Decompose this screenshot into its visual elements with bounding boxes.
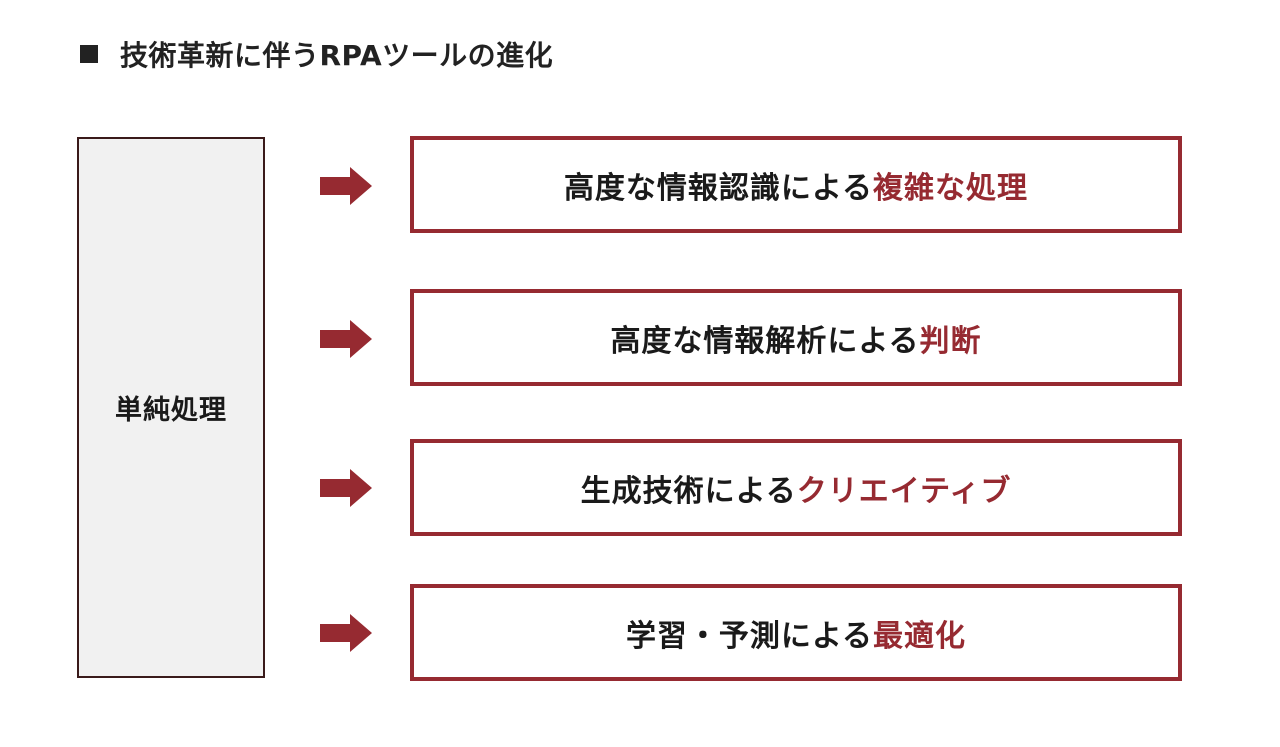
evolution-box-1: 高度な情報認識による複雑な処理 bbox=[410, 136, 1182, 233]
evolution-box-4: 学習・予測による最適化 bbox=[410, 584, 1182, 681]
evolution-text-2-accent: 判断 bbox=[919, 323, 982, 359]
evolution-text-4-accent: 最適化 bbox=[873, 618, 967, 654]
evolution-text-2: 高度な情報解析による判断 bbox=[610, 316, 981, 360]
evolution-text-3: 生成技術によるクリエイティブ bbox=[581, 466, 1012, 510]
evolution-text-2-plain: 高度な情報解析による bbox=[610, 323, 920, 359]
evolution-text-1-plain: 高度な情報認識による bbox=[563, 170, 874, 206]
evolution-text-3-accent: クリエイティブ bbox=[796, 473, 1012, 509]
evolution-text-1: 高度な情報認識による複雑な処理 bbox=[564, 163, 1028, 207]
slide-title-text: 技術革新に伴うRPAツールの進化 bbox=[120, 39, 554, 72]
square-bullet-icon bbox=[80, 45, 98, 63]
arrow-right-icon bbox=[320, 167, 372, 205]
evolution-text-1-accent: 複雑な処理 bbox=[873, 170, 1029, 206]
evolution-box-2: 高度な情報解析による判断 bbox=[410, 289, 1182, 386]
arrow-right-icon bbox=[320, 320, 372, 358]
evolution-text-3-plain: 生成技術による bbox=[580, 473, 797, 509]
evolution-box-3: 生成技術によるクリエイティブ bbox=[410, 439, 1182, 536]
evolution-text-4-plain: 学習・予測による bbox=[625, 618, 874, 654]
simple-processing-label: 単純処理 bbox=[115, 395, 227, 426]
evolution-text-4: 学習・予測による最適化 bbox=[626, 611, 966, 655]
arrow-right-icon bbox=[320, 614, 372, 652]
simple-processing-box: 単純処理 bbox=[77, 137, 265, 678]
arrow-right-icon bbox=[320, 469, 372, 507]
slide-title: 技術革新に伴うRPAツールの進化 bbox=[80, 34, 553, 74]
